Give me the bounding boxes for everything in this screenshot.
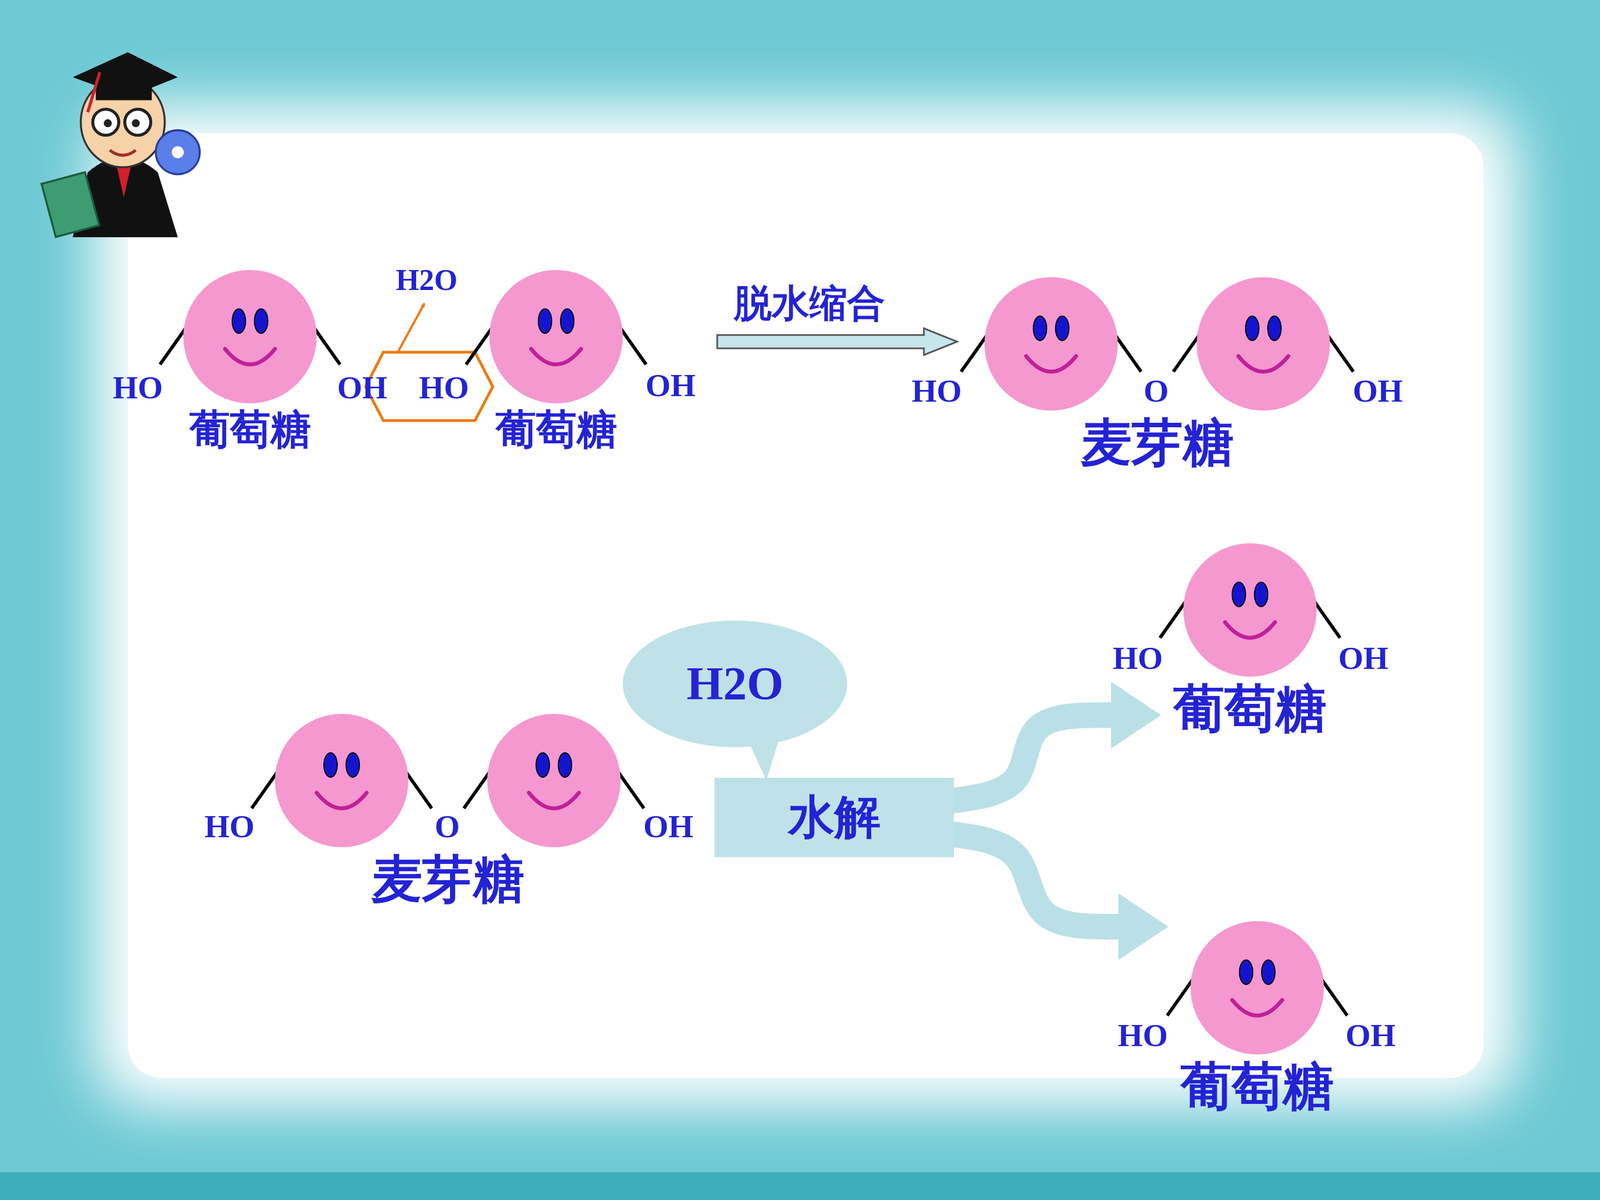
eye: [1267, 316, 1282, 341]
bond-line: [618, 772, 644, 809]
group-label: HO: [204, 808, 255, 845]
node-label: 麦芽糖: [957, 415, 1358, 472]
glucose-circle: [275, 713, 409, 848]
eye: [1254, 582, 1268, 607]
smile: [1026, 356, 1077, 372]
glucose-circle: [984, 277, 1118, 411]
eye: [1033, 316, 1047, 341]
bond-line: [1115, 335, 1142, 372]
group-label: HO: [418, 370, 469, 406]
bond-line: [251, 772, 278, 809]
glucose-circle: [489, 270, 623, 404]
group-label: OH: [1352, 373, 1403, 409]
split-arrow: [951, 681, 1162, 801]
glucose-node: 葡萄糖: [472, 270, 640, 453]
eye: [536, 752, 550, 778]
group-label: HO: [112, 370, 163, 406]
glucose-node: 葡萄糖: [1173, 921, 1341, 1115]
bottom-band: [0, 1172, 1600, 1200]
smile: [1238, 356, 1289, 372]
eye: [1239, 960, 1253, 985]
edge-label: 脱水缩合: [733, 282, 885, 325]
split-arrow: [951, 834, 1169, 961]
teacher-cartoon: [41, 52, 200, 238]
eye: [346, 752, 360, 778]
smile: [531, 348, 582, 365]
eye: [1245, 316, 1259, 341]
smile: [1225, 622, 1275, 638]
molecule-shape: [472, 270, 640, 404]
eye: [254, 308, 268, 334]
process-box: 水解: [714, 777, 954, 858]
group-label: HO: [1112, 640, 1163, 677]
bond-line: [466, 328, 492, 365]
water-leader: [397, 303, 425, 353]
eye: [558, 752, 572, 778]
glucose-circle: [487, 713, 621, 848]
reaction-arrow: [717, 328, 958, 355]
bond-line: [160, 328, 186, 365]
molecule-shape: [1166, 543, 1334, 677]
bond-line: [314, 328, 340, 365]
glucose-circle: [1183, 543, 1317, 677]
bond-line: [1314, 601, 1340, 638]
node-label: 葡萄糖: [472, 407, 640, 453]
group-label: OH: [337, 370, 388, 406]
eye: [560, 308, 574, 334]
node-label: 麦芽糖: [247, 851, 648, 908]
bond-line: [463, 772, 490, 809]
group-label: OH: [1345, 1017, 1396, 1054]
bond-line: [1321, 979, 1348, 1016]
smile: [528, 792, 579, 809]
group-label: O: [434, 808, 460, 845]
node-label: 葡萄糖: [1166, 681, 1334, 738]
group-label: HO: [1117, 1017, 1168, 1054]
eye: [1055, 316, 1069, 341]
bond-line: [1327, 335, 1354, 372]
smile: [1232, 1000, 1283, 1016]
group-label: HO: [911, 373, 962, 409]
node-label: 葡萄糖: [1173, 1058, 1341, 1115]
molecule-shape: [166, 270, 334, 404]
glucose-circle: [183, 270, 317, 404]
node-label: 水解: [788, 792, 881, 843]
glucose-circle: [1190, 921, 1324, 1055]
eye: [232, 308, 246, 334]
eye: [538, 308, 552, 334]
water-label: H2O: [395, 263, 458, 297]
smile: [225, 348, 275, 365]
smile: [316, 792, 367, 809]
paper: [94, 105, 1517, 1106]
eye: [1232, 582, 1246, 607]
group-label: OH: [643, 808, 694, 845]
node-label: H2O: [686, 657, 784, 710]
bond-line: [961, 335, 987, 372]
eye: [323, 752, 338, 778]
glucose-node: 葡萄糖: [166, 270, 334, 453]
bond-line: [1173, 335, 1199, 372]
group-label: OH: [645, 367, 696, 404]
eye: [1261, 960, 1275, 985]
speech-bubble: H2O: [622, 620, 848, 748]
bond-line: [1167, 979, 1193, 1016]
paper-core: [127, 133, 1484, 1078]
bond-line: [406, 772, 432, 809]
glucose-node: 葡萄糖: [1166, 543, 1334, 738]
bond-line: [1160, 601, 1186, 638]
molecule-shape: [1173, 921, 1341, 1055]
node-label: 葡萄糖: [166, 407, 334, 453]
glucose-circle: [1196, 277, 1330, 411]
group-label: OH: [1338, 640, 1389, 677]
bond-line: [620, 328, 647, 365]
group-label: O: [1143, 373, 1169, 409]
